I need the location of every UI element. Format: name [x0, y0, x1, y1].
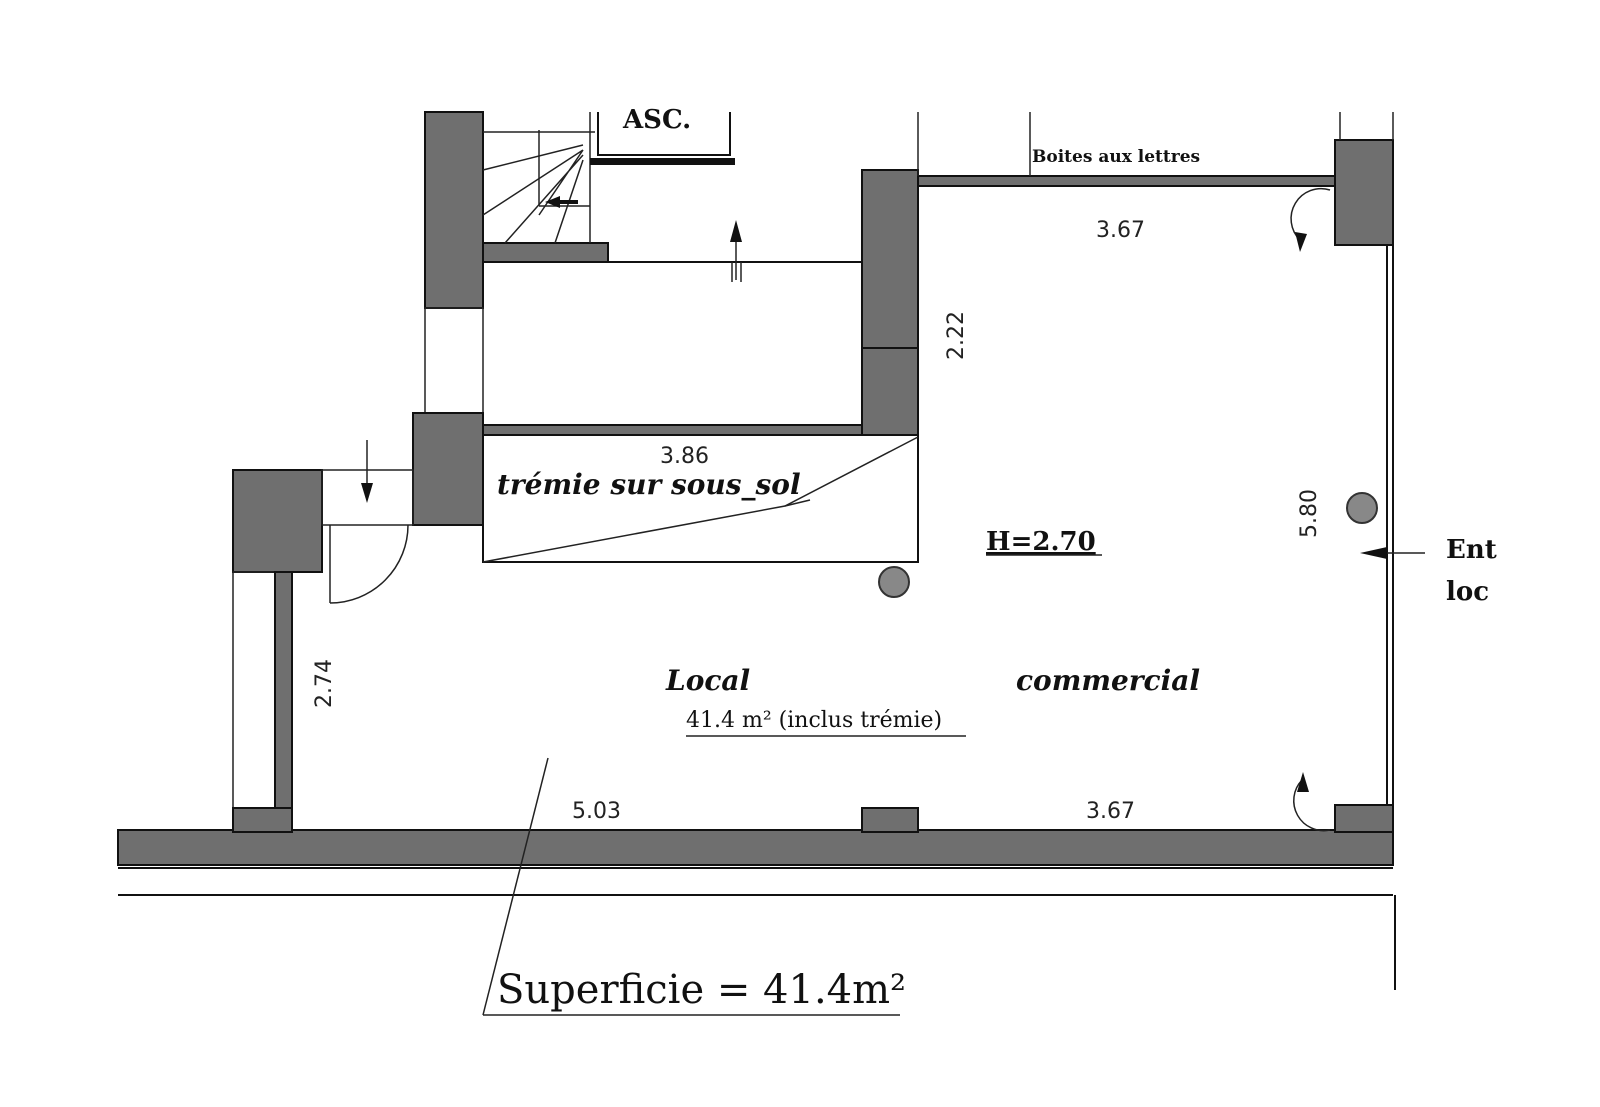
column-icon — [878, 566, 910, 598]
area-leader-line — [482, 757, 549, 1016]
ceiling-height-label: H=2.70 — [986, 527, 1096, 557]
mailboxes-label: Boites aux lettres — [1032, 147, 1200, 167]
dimension-vertical-mid: 2.22 — [944, 311, 969, 360]
dimension-left-height: 2.74 — [312, 659, 337, 708]
dimension-top-right: 3.67 — [1096, 218, 1145, 243]
walls — [117, 111, 1396, 990]
room-area-label: 41.4 m² (inclus trémie) — [686, 708, 942, 733]
staircase: ASC. — [482, 105, 735, 244]
dimension-right-height: 5.80 — [1297, 489, 1322, 538]
void-opening: trémie sur sous_sol — [482, 435, 919, 563]
total-area-label: Superficie = 41.4m² — [497, 967, 906, 1013]
arrow-icon — [361, 220, 1425, 559]
dimension-void-width: 3.86 — [660, 444, 709, 469]
door-swings — [329, 187, 1331, 832]
room-name-local: Local — [665, 664, 750, 697]
dimension-bottom-left: 5.03 — [572, 799, 621, 824]
room-name-commercial: commercial — [1016, 664, 1200, 697]
stair-arrow-icon — [545, 196, 578, 208]
void-label: trémie sur sous_sol — [497, 468, 801, 501]
elevator-label: ASC. — [622, 105, 691, 135]
entrance-label-line1: Ent — [1446, 535, 1497, 565]
entrance-label-line2: loc — [1446, 577, 1489, 607]
dimension-bottom-right: 3.67 — [1086, 799, 1135, 824]
column-icon — [1346, 492, 1378, 524]
